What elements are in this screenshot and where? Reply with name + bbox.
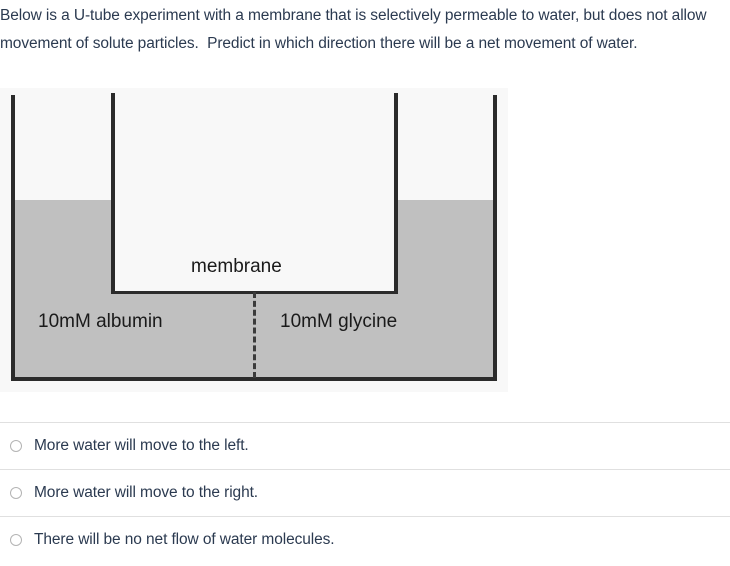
- membrane-label: membrane: [191, 256, 282, 277]
- question-prompt: Below is a U-tube experiment with a memb…: [0, 7, 711, 52]
- membrane-dashed-line: [253, 292, 256, 378]
- answer-option-1[interactable]: More water will move to the right.: [0, 469, 730, 516]
- answer-option-label: There will be no net flow of water molec…: [34, 531, 335, 548]
- left-solution-label: 10mM albumin: [38, 311, 163, 332]
- answer-choices-list: More water will move to the left. More w…: [0, 422, 730, 563]
- radio-button-icon[interactable]: [10, 440, 22, 452]
- vessel-outline: [11, 95, 497, 381]
- right-solution-label: 10mM glycine: [280, 311, 398, 332]
- answer-option-label: More water will move to the left.: [34, 437, 249, 454]
- answer-option-2[interactable]: There will be no net flow of water molec…: [0, 516, 730, 563]
- radio-button-icon[interactable]: [10, 534, 22, 546]
- answer-option-label: More water will move to the right.: [34, 484, 259, 501]
- radio-button-icon[interactable]: [10, 487, 22, 499]
- inner-tube-membrane-chamber: [111, 93, 398, 294]
- answer-option-0[interactable]: More water will move to the left.: [0, 422, 730, 469]
- u-tube-diagram: membrane 10mM albumin 10mM glycine: [0, 88, 508, 392]
